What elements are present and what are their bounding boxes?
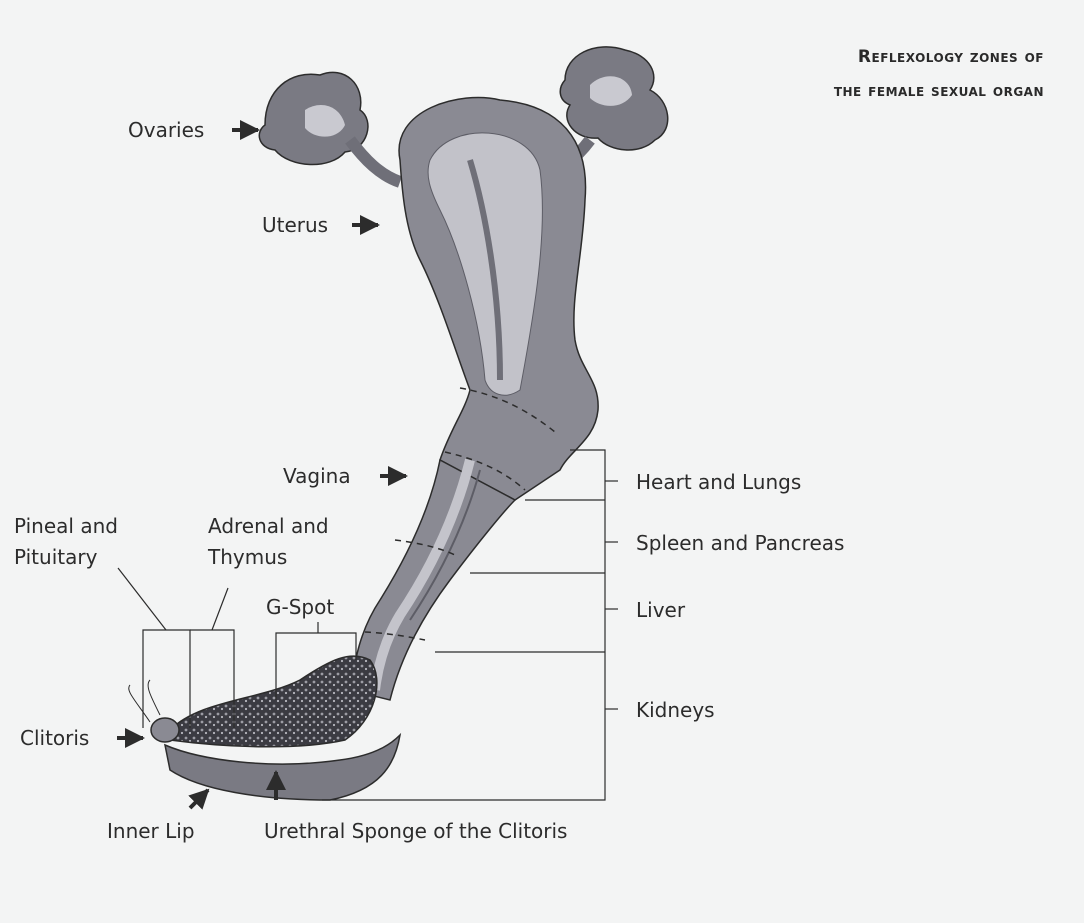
zone-liver: Liver [636, 598, 686, 622]
label-adrenal-line2: Thymus [207, 545, 287, 569]
label-inner-lip: Inner Lip [107, 819, 195, 843]
label-uterus: Uterus [262, 213, 328, 237]
clitoris-shape [151, 718, 179, 742]
label-urethral-sponge: Urethral Sponge of the Clitoris [264, 819, 567, 843]
label-adrenal-line1: Adrenal and [208, 514, 329, 538]
label-pineal-line2: Pituitary [14, 545, 98, 569]
label-ovaries: Ovaries [128, 118, 204, 142]
zone-kidneys: Kidneys [636, 698, 715, 722]
label-clitoris: Clitoris [20, 726, 89, 750]
urethral-sponge-shape [170, 656, 377, 747]
left-ovary-shape [259, 72, 400, 182]
organ-illustration [129, 47, 668, 800]
label-pineal-line1: Pineal and [14, 514, 118, 538]
zone-heart-lungs: Heart and Lungs [636, 470, 801, 494]
label-gspot: G-Spot [266, 595, 334, 619]
zone-spleen-pancreas: Spleen and Pancreas [636, 531, 844, 555]
label-vagina: Vagina [283, 464, 351, 488]
